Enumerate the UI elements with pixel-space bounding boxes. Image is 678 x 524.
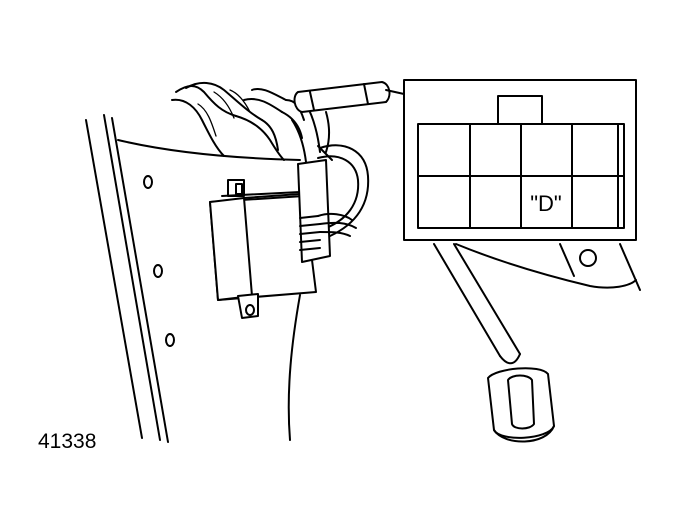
control-module (209, 159, 357, 319)
wire-harness (171, 82, 330, 163)
kick-panel (117, 139, 301, 441)
figure-id-label: 41338 (38, 430, 96, 453)
panel-bolts (143, 175, 175, 347)
pedal-assembly (433, 243, 641, 443)
connector-cavity-label: "D" (530, 191, 562, 216)
inline-connector (293, 81, 405, 113)
wire-loop (317, 144, 370, 237)
pillar-lines (85, 114, 169, 443)
connector-detail-box: "D" (403, 79, 637, 241)
